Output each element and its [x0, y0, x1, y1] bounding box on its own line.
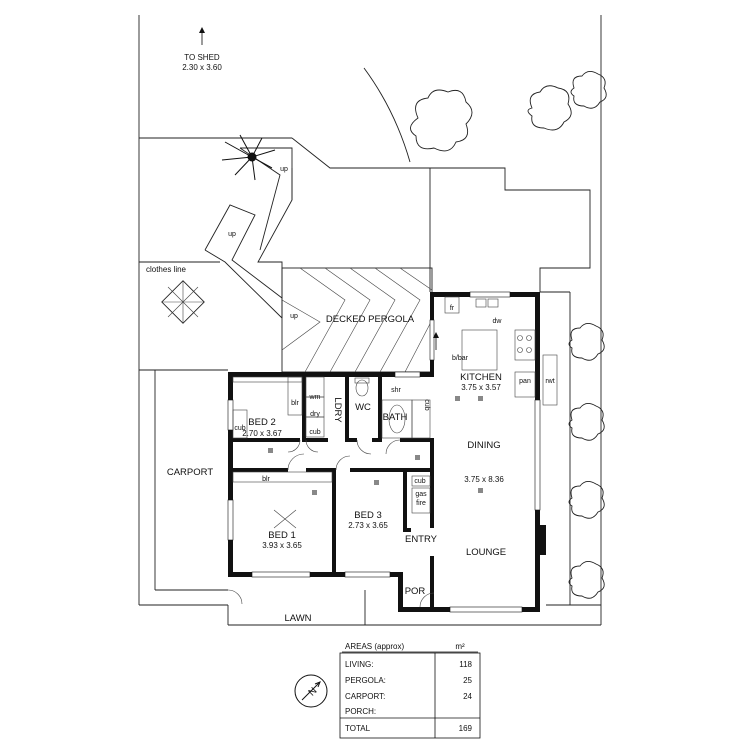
bed1-size: 3.93 x 3.65	[262, 541, 302, 550]
areas-total-name: TOTAL	[345, 724, 371, 733]
dryer-label: dry	[310, 411, 320, 418]
step-up-label: up	[280, 166, 288, 173]
pantry-label: pan	[519, 378, 531, 385]
washing-machine-label: wm	[309, 394, 321, 401]
shed-arrow-icon	[199, 27, 205, 45]
areas-row-name: CARPORT:	[345, 692, 385, 701]
rainwater-tank-label: rwt	[545, 378, 554, 385]
areas-row-name: PORCH:	[345, 707, 376, 716]
paths	[154, 67, 601, 625]
clothes-line-icon	[161, 280, 205, 324]
compass-north-letter: N	[307, 686, 320, 699]
fridge-label: fr	[450, 305, 455, 312]
laundry-cupboard-label: cub	[309, 429, 320, 436]
areas-total-value: 169	[459, 724, 473, 733]
compass-icon: N	[294, 674, 328, 708]
lawn-label: LAWN	[284, 613, 311, 624]
shed-size: 2.30 x 3.60	[182, 63, 222, 72]
bed3-size: 2.73 x 3.65	[348, 521, 388, 530]
areas-unit: m²	[455, 642, 465, 651]
fixtures	[232, 296, 558, 529]
pergola-label: DECKED PERGOLA	[326, 314, 415, 325]
wc-label: WC	[355, 402, 371, 413]
shower-label: shr	[391, 387, 401, 394]
laundry-label: LDRY	[332, 397, 343, 423]
step-up-label: up	[228, 231, 236, 238]
areas-title: AREAS (approx)	[345, 642, 404, 651]
bed1-label: BED 1	[268, 530, 295, 541]
light-points	[268, 396, 483, 495]
bed2-size: 2.70 x 3.67	[242, 429, 282, 438]
bath-label: BATH	[383, 412, 408, 423]
kitchen-size: 3.75 x 3.57	[461, 383, 501, 392]
bed2-robe-label: blr	[291, 400, 299, 407]
areas-row-value: 118	[459, 660, 472, 669]
bed2-label: BED 2	[248, 417, 275, 428]
entry-label: ENTRY	[405, 534, 438, 545]
bed1-robe-label: blr	[262, 476, 270, 483]
lounge-label: LOUNGE	[466, 547, 506, 558]
doors	[227, 439, 435, 608]
areas-row-name: LIVING:	[345, 660, 373, 669]
areas-row-name: PERGOLA:	[345, 676, 386, 685]
areas-row-value: 24	[463, 692, 472, 701]
clothes-line-label: clothes line	[146, 265, 187, 274]
windows	[227, 291, 541, 613]
dining-size: 3.75 x 8.36	[464, 475, 504, 484]
porch-label: POR	[405, 586, 426, 597]
breakfast-bar-label: b/bar	[452, 355, 469, 362]
shed-label: TO SHED	[184, 53, 220, 62]
house-walls	[228, 292, 546, 612]
areas-row-value: 25	[463, 676, 472, 685]
bath-cupboard-label: cub	[423, 399, 430, 410]
dining-label: DINING	[467, 440, 500, 451]
palm-icon	[221, 134, 276, 181]
tree-icon	[410, 71, 607, 599]
carport-label: CARPORT	[167, 467, 213, 478]
bed3-label: BED 3	[354, 510, 381, 521]
bed2-cupboard-label: cub	[234, 425, 245, 432]
hall-cupboard-label: cub	[414, 478, 425, 485]
site-boundary	[138, 15, 602, 626]
step-up-label: up	[290, 313, 298, 320]
areas-table: AREAS (approx) m² LIVING: 118 PERGOLA: 2…	[339, 642, 481, 739]
dishwasher-label: dw	[493, 318, 503, 325]
kitchen-label: KITCHEN	[460, 372, 502, 383]
